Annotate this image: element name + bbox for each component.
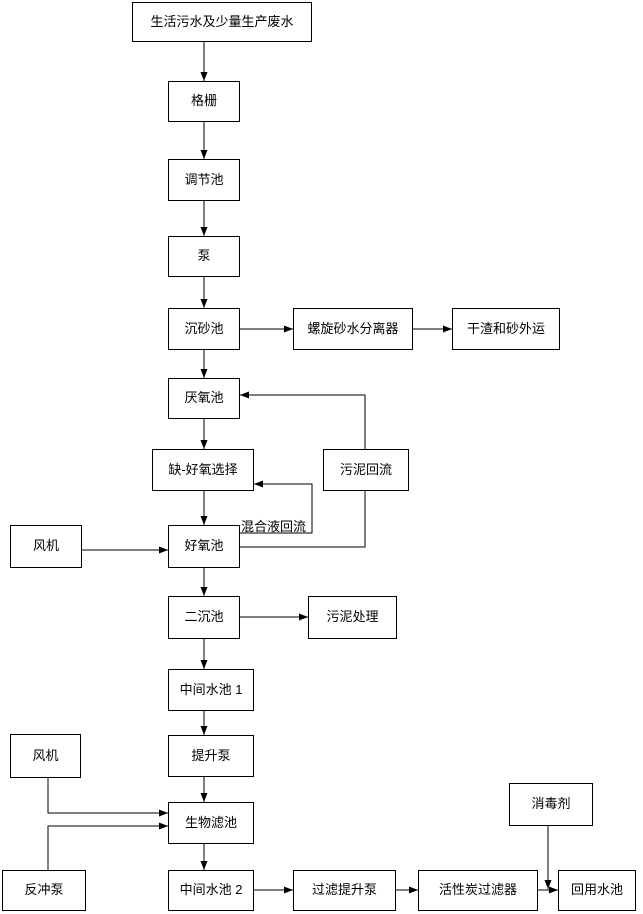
node-anaerobic-tank: 厌氧池 [168, 378, 240, 419]
node-disinfectant: 消毒剂 [509, 783, 593, 826]
node-pump: 泵 [168, 236, 240, 277]
line-aerobic-to-sludge-return [240, 491, 366, 548]
node-reuse-water-tank: 回用水池 [558, 870, 636, 911]
edge-label-mixed-liquor-return: 混合液回流 [241, 519, 307, 534]
node-activated-carbon-filter: 活性炭过滤器 [418, 870, 538, 911]
node-secondary-sedimentation-tank: 二沉池 [168, 596, 240, 639]
node-intermediate-tank-2: 中间水池 2 [168, 870, 254, 911]
node-filter-lift-pump: 过滤提升泵 [293, 870, 396, 911]
node-sludge-treatment: 污泥处理 [308, 596, 397, 639]
node-sludge-return: 污泥回流 [323, 449, 409, 491]
node-fan-2: 风机 [10, 734, 81, 778]
arrow-sludge-return-to-anaerobic [240, 391, 366, 449]
node-anoxic-aerobic-selector: 缺-好氧选择 [152, 449, 254, 491]
arrow-backwash-to-biofilter [47, 822, 168, 870]
arrow-mixed-liquor-return-to-selector [240, 480, 313, 534]
node-spiral-separator: 螺旋砂水分离器 [293, 308, 413, 350]
node-regulating-tank: 调节池 [168, 159, 240, 201]
node-residue-outhaul: 干渣和砂外运 [452, 308, 560, 350]
node-lift-pump: 提升泵 [168, 735, 254, 777]
node-intermediate-tank-1: 中间水池 1 [168, 669, 254, 711]
node-fan-1: 风机 [10, 525, 82, 568]
node-aerobic-tank: 好氧池 [168, 525, 240, 568]
node-biological-filter: 生物滤池 [168, 802, 254, 844]
node-grit-chamber: 沉砂池 [168, 308, 240, 350]
node-backwash-pump: 反冲泵 [2, 870, 86, 911]
node-inflow: 生活污水及少量生产废水 [132, 2, 312, 42]
arrow-fan2-to-biofilter [47, 778, 168, 817]
node-grille: 格栅 [168, 81, 240, 122]
